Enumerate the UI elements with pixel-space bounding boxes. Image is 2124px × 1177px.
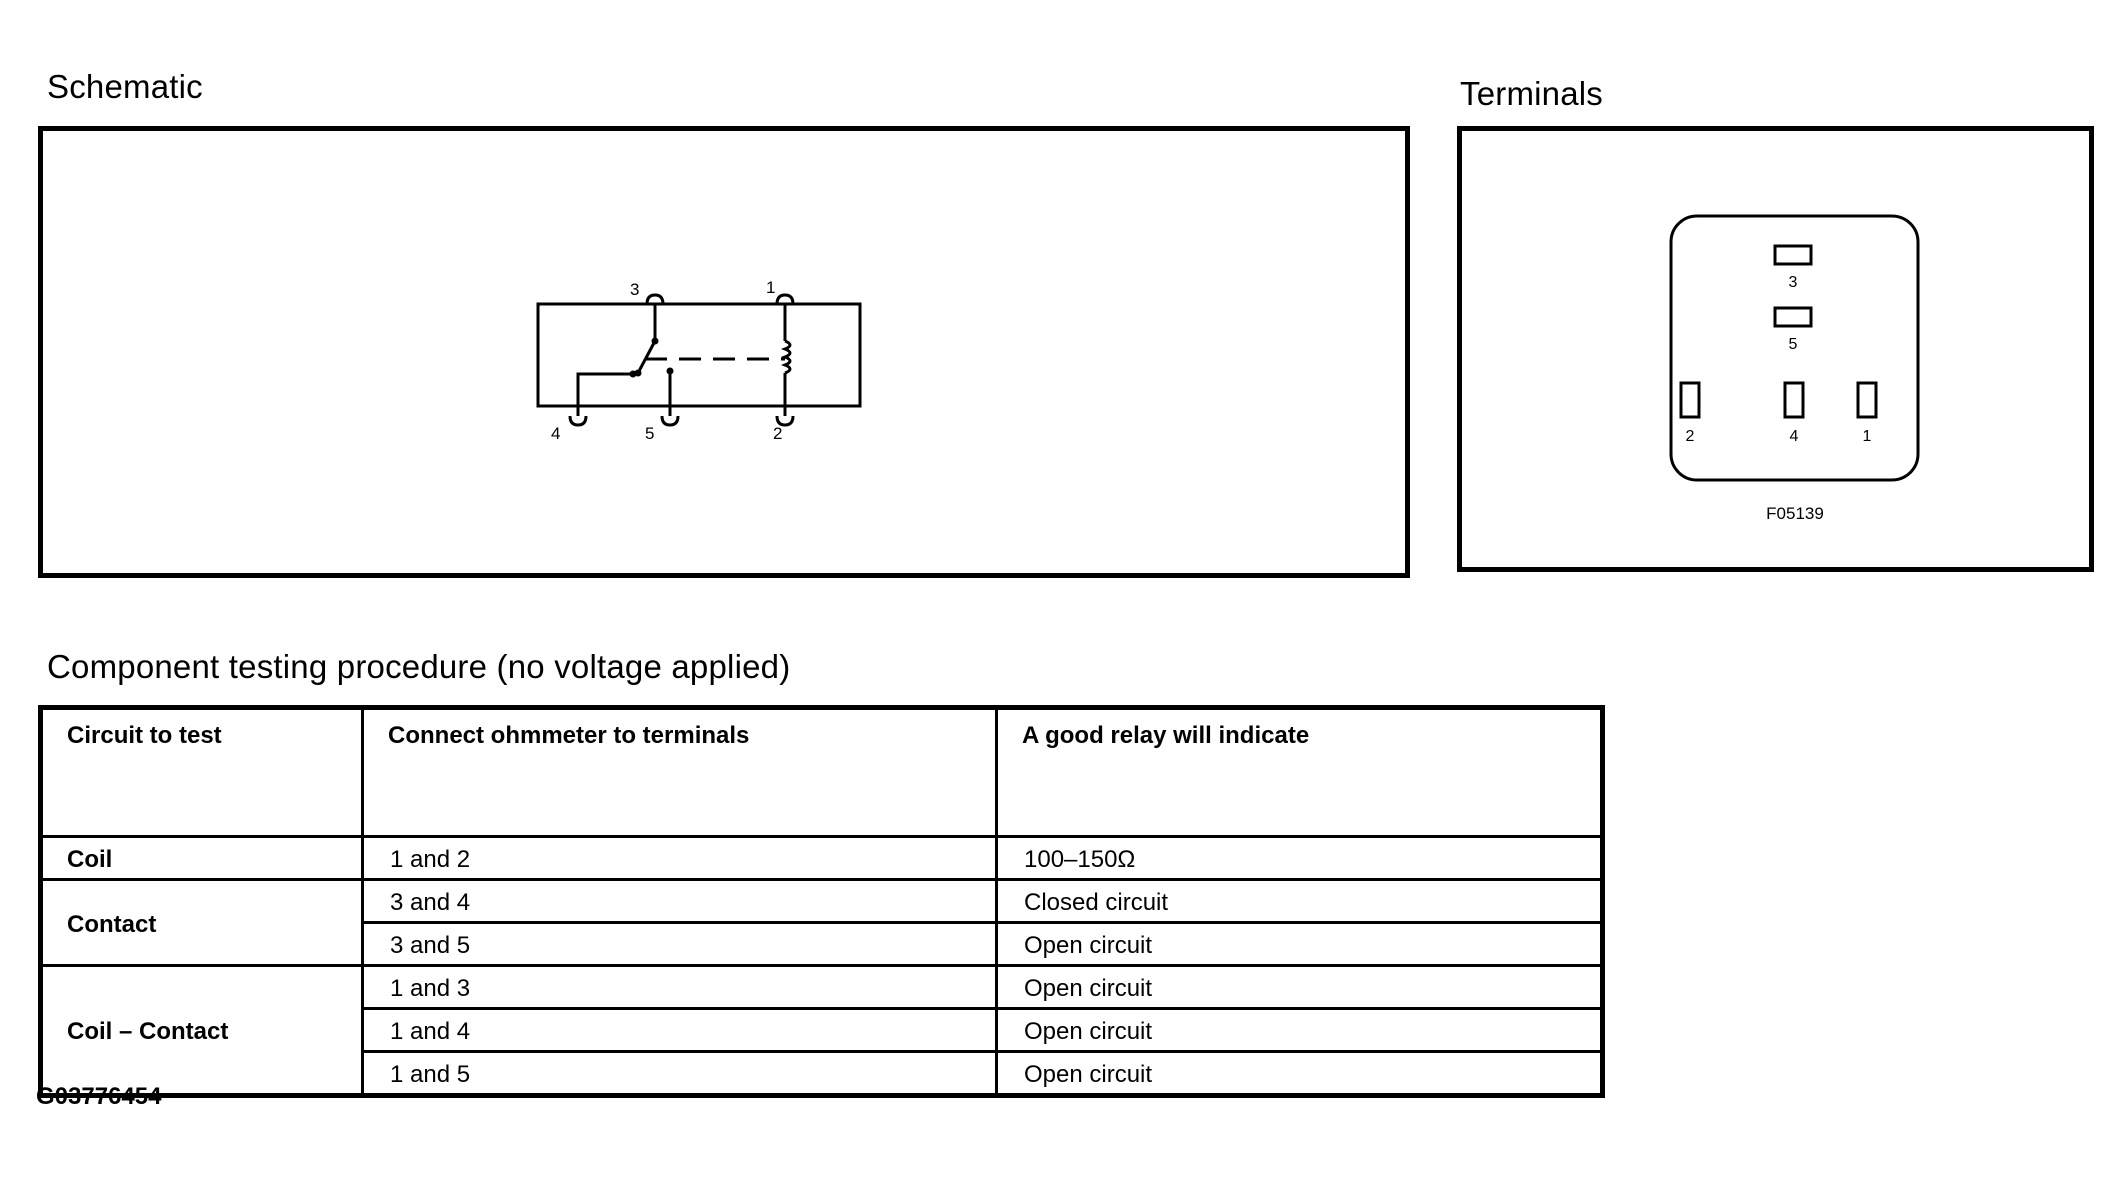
connector-face: 3 5 2 4 1 F05139: [1669, 214, 1920, 523]
terminal-1-tab: [775, 293, 795, 305]
relay-body: [536, 302, 862, 408]
terminal-5-tab: [660, 415, 680, 427]
procedure-heading: Component testing procedure (no voltage …: [47, 648, 791, 685]
terminals-heading: Terminals: [1460, 75, 1604, 112]
pin-5: [1773, 306, 1813, 328]
terminals-figure-code: F05139: [1766, 504, 1824, 523]
terminal-5-label: 5: [645, 424, 654, 443]
pin-3-label: 3: [1789, 274, 1798, 291]
table-row: Contact 3 and 4 Closed circuit: [39, 878, 1604, 967]
terminal-3-tab: [645, 293, 665, 305]
pin-4-label: 4: [1790, 428, 1799, 445]
schematic-heading: Schematic: [47, 68, 203, 105]
pin-4: [1783, 381, 1805, 419]
terminal-4-label: 4: [551, 424, 560, 443]
switch-blade: [636, 340, 657, 374]
column-header-circuit: Circuit to test: [39, 706, 364, 838]
terminal-4-tab: [568, 415, 588, 427]
connector-housing: [1669, 214, 1920, 482]
terminals-cell: 1 and 5: [361, 1050, 998, 1097]
pin-2: [1679, 381, 1701, 419]
terminals-panel: 3 5 2 4 1 F05139: [1457, 126, 2094, 572]
pin-5-label: 5: [1789, 336, 1798, 353]
terminals-cell: 1 and 4: [361, 1007, 998, 1053]
schematic-panel: 3 1 4 5 2: [38, 126, 1410, 578]
pin-3: [1773, 244, 1813, 266]
circuit-cell: Coil – Contact: [39, 964, 364, 1097]
pin-2-label: 2: [1686, 428, 1695, 445]
table-row: 1 and 4 Open circuit: [41, 1007, 1604, 1053]
result-cell: Open circuit: [995, 1007, 1604, 1053]
terminal-2-label: 2: [773, 424, 782, 443]
terminal-2-tab: [775, 415, 795, 427]
terminal-1-label: 1: [766, 278, 775, 297]
circuit-cell: Contact: [39, 878, 364, 967]
terminal-3-label: 3: [630, 280, 639, 299]
terminals-cell: 1 and 2: [361, 835, 998, 881]
table-row: Coil 1 and 2 100–150Ω: [39, 835, 1604, 881]
table-row: 1 and 5 Open circuit: [41, 1050, 1604, 1097]
relay-schematic: 3 1 4 5 2: [536, 278, 862, 443]
pin-1: [1856, 381, 1878, 419]
coil: [780, 339, 792, 375]
table-header-row: Circuit to test Connect ohmmeter to term…: [39, 706, 1604, 838]
circuit-cell: Coil: [39, 835, 364, 881]
result-cell: Open circuit: [995, 921, 1604, 967]
terminals-cell: 3 and 5: [361, 921, 998, 967]
pin-1-label: 1: [1863, 428, 1872, 445]
result-cell: 100–150Ω: [995, 835, 1604, 881]
terminals-cell: 3 and 4: [361, 878, 998, 924]
terminals-cell: 1 and 3: [361, 964, 998, 1010]
table-row: 3 and 5 Open circuit: [41, 921, 1604, 967]
procedure-table: Circuit to test Connect ohmmeter to term…: [38, 705, 1605, 1098]
figure-id: G03776454: [36, 1083, 162, 1110]
column-header-result: A good relay will indicate: [995, 706, 1604, 838]
result-cell: Closed circuit: [995, 878, 1604, 924]
column-header-terminals: Connect ohmmeter to terminals: [361, 706, 998, 838]
result-cell: Open circuit: [995, 964, 1604, 1010]
table-row: Coil – Contact 1 and 3 Open circuit: [39, 964, 1604, 1097]
result-cell: Open circuit: [995, 1050, 1604, 1097]
